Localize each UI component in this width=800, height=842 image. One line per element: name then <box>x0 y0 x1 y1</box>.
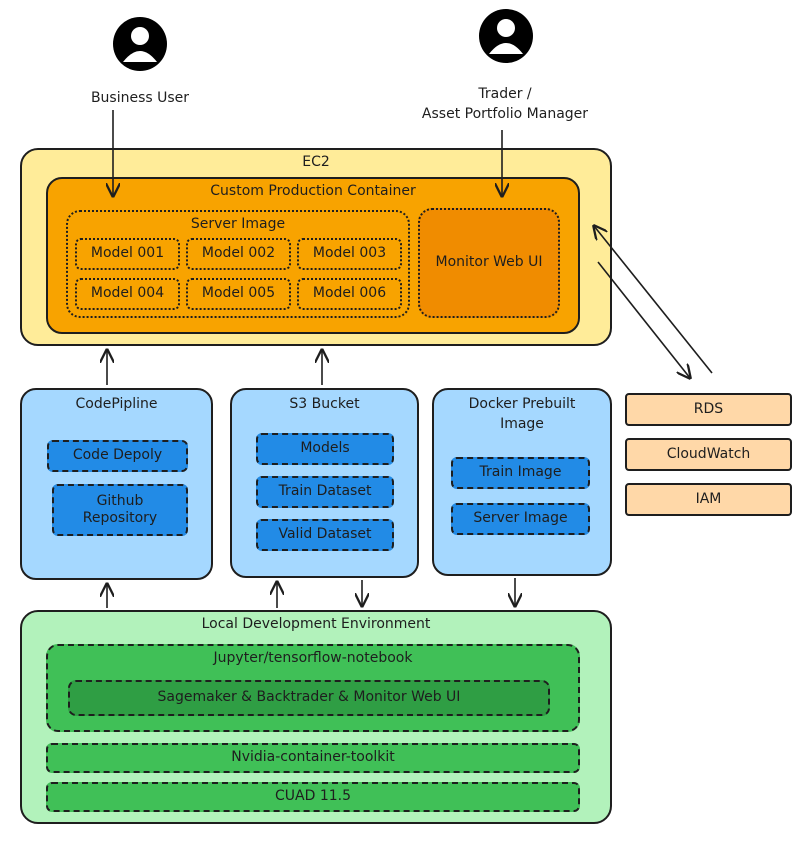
train-dataset-item: Train Dataset <box>256 476 394 508</box>
trader-actor: Trader / Asset Portfolio Manager <box>385 0 625 130</box>
user-icon <box>479 9 533 63</box>
server-image-title: Server Image <box>190 216 286 232</box>
nvidia-toolkit-box: Nvidia-container-toolkit <box>46 743 580 773</box>
cloudwatch-service: CloudWatch <box>625 438 792 471</box>
docker-title-line2: Image <box>500 416 544 432</box>
business-user-label: Business User <box>90 90 190 106</box>
server-image-item: Server Image <box>451 503 590 535</box>
valid-dataset-item: Valid Dataset <box>256 519 394 551</box>
github-repository-item: Github Repository <box>52 484 188 536</box>
jupyter-title: Jupyter/tensorflow-notebook <box>213 650 413 666</box>
train-image-item: Train Image <box>451 457 590 489</box>
docker-title-line1: Docker Prebuilt <box>468 396 576 412</box>
model-002: Model 002 <box>186 238 291 270</box>
rds-service: RDS <box>625 393 792 426</box>
sagemaker-backtrader-box: Sagemaker & Backtrader & Monitor Web UI <box>68 680 550 716</box>
trader-label-line1: Trader / <box>478 86 532 102</box>
code-deploy-item: Code Depoly <box>47 440 188 472</box>
model-001: Model 001 <box>75 238 180 270</box>
container-title: Custom Production Container <box>210 183 416 199</box>
ec2-title: EC2 <box>302 154 330 170</box>
cuda-box: CUAD 11.5 <box>46 782 580 812</box>
model-004: Model 004 <box>75 278 180 310</box>
user-icon <box>113 17 167 71</box>
monitor-web-ui: Monitor Web UI <box>418 208 560 318</box>
local-dev-title: Local Development Environment <box>201 616 431 632</box>
business-user-actor: Business User <box>60 0 220 112</box>
server-image-group: Server Image <box>66 210 410 318</box>
codepipeline-title: CodePipline <box>75 396 158 412</box>
model-003: Model 003 <box>297 238 402 270</box>
model-006: Model 006 <box>297 278 402 310</box>
s3-bucket-title: S3 Bucket <box>289 396 360 412</box>
models-item: Models <box>256 433 394 465</box>
trader-label-line2: Asset Portfolio Manager <box>421 106 589 122</box>
iam-service: IAM <box>625 483 792 516</box>
model-005: Model 005 <box>186 278 291 310</box>
